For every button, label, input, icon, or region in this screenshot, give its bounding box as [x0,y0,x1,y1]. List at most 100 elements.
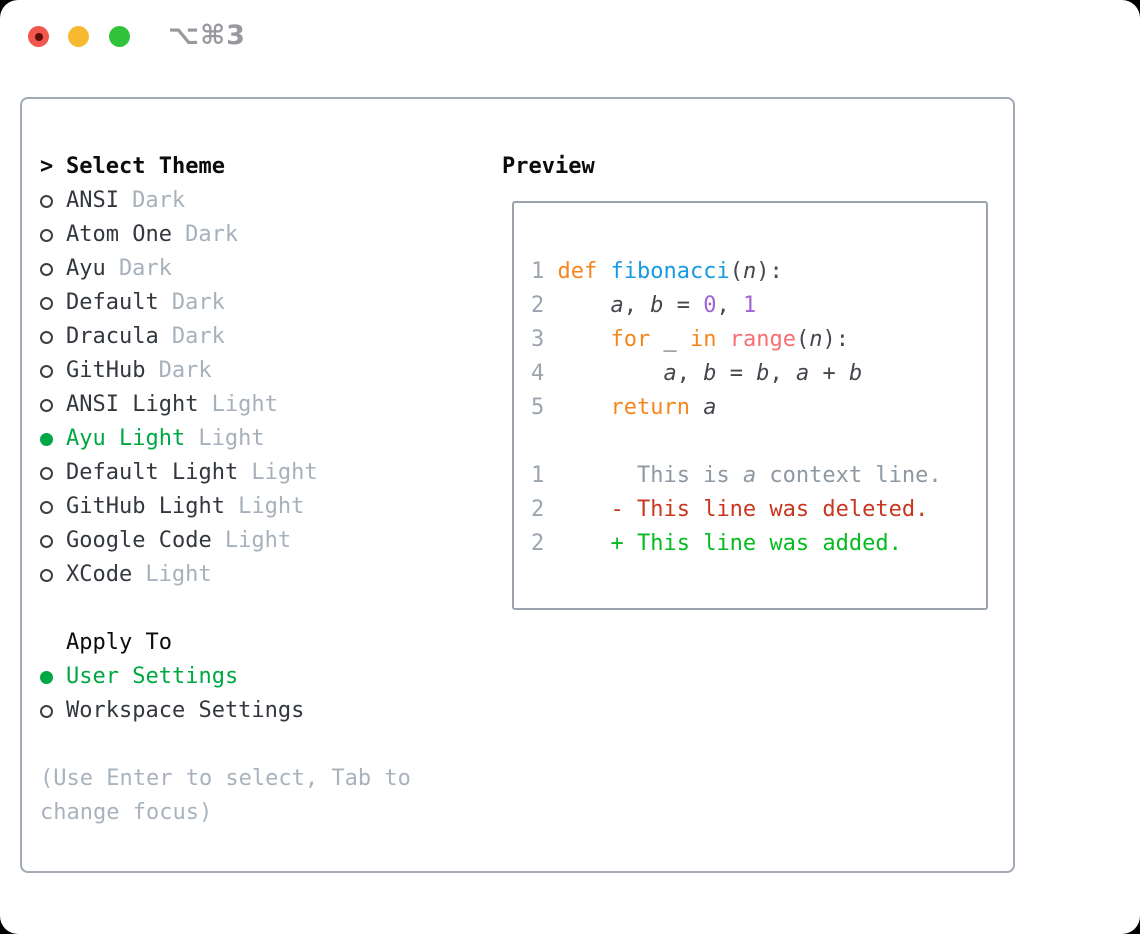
radio-icon [40,534,53,548]
maximize-button[interactable] [109,26,130,47]
theme-variant: Light [251,460,318,485]
code-token: for [610,327,651,352]
theme-variant: Light [145,562,212,587]
theme-name: Ayu Light [66,426,186,451]
theme-option[interactable]: Default Dark [40,286,452,320]
apply-to-header: Apply To [66,626,452,660]
code-token [558,395,611,420]
radio-icon [40,262,53,276]
code-token: = [663,293,704,318]
code-token: ): [756,259,783,284]
radio-icon [40,500,53,514]
minimize-button[interactable] [68,26,89,47]
theme-variant: Dark [171,290,225,315]
code-token: 2 [531,497,558,522]
code-line: 4 a, b = b, a + b [531,357,986,391]
theme-name: Default Light [66,460,239,485]
select-theme-header: >Select Theme [40,150,452,184]
code-token: 5 [531,395,558,420]
code-line: 3 for _ in range(n): [531,323,986,357]
radio-icon [40,330,53,344]
code-token [558,293,611,318]
radio-icon [40,670,53,684]
theme-name: Dracula [66,324,159,349]
theme-name: Atom One [66,222,172,247]
code-token: a [795,361,810,386]
code-token: b [756,361,770,386]
code-token [597,259,610,284]
code-token: ( [795,327,810,352]
apply-option[interactable]: User Settings [40,660,452,694]
titlebar: ⌥⌘3 [0,0,1140,70]
code-token: range [729,327,796,352]
code-token: , [716,293,743,318]
code-token: ): [822,327,849,352]
apply-option[interactable]: Workspace Settings [40,694,452,728]
radio-icon [40,466,53,480]
code-token: + [809,361,849,386]
code-token: + This line was added. [557,531,902,556]
code-token: 2 [531,531,558,556]
apply-to-title: Apply To [66,630,172,655]
radio-icon [40,568,53,582]
apply-option-label: Workspace Settings [66,698,305,723]
code-line: 5 return a [531,391,986,425]
code-token [558,327,611,352]
theme-name: Ayu [66,256,106,281]
close-button[interactable] [28,26,49,47]
radio-icon [40,704,53,718]
code-token: This is [557,463,743,488]
code-token [558,361,664,386]
theme-variant: Light [224,528,292,553]
code-token: context line. [756,463,942,488]
theme-variant: Light [198,426,265,451]
code-token [690,395,703,420]
select-theme-title: Select Theme [66,154,225,179]
code-token: _ [650,327,690,352]
theme-name: Google Code [66,528,212,553]
code-token: b [650,293,664,318]
code-token [716,327,729,352]
theme-name: ANSI Light [66,392,199,417]
theme-variant: Dark [185,222,239,247]
code-token: n [809,327,823,352]
code-token: in [689,327,717,352]
theme-variant: Dark [158,358,212,383]
radio-icon [40,228,53,242]
code-line: 2 - This line was deleted. [531,493,986,527]
code-token: def [557,259,598,284]
theme-variant: Dark [132,188,186,213]
code-token: , [676,361,704,386]
close-button-dot-icon [35,33,43,41]
theme-option[interactable]: Google Code Light [40,524,452,558]
code-token: fibonacci [610,259,730,284]
theme-option[interactable]: GitHub Light Light [40,490,452,524]
code-token: return [610,395,690,420]
spacer [40,592,452,626]
theme-name: Default [66,290,159,315]
code-line: 1 def fibonacci(n): [531,255,986,289]
theme-option[interactable]: Atom One Dark [40,218,452,252]
code-token: 1 [531,259,558,284]
code-token: 0 [703,293,717,318]
code-line: 2 + This line was added. [531,527,986,561]
theme-option[interactable]: Default Light Light [40,456,452,490]
theme-name: GitHub Light [66,494,225,519]
spacer [40,728,452,762]
theme-variant: Light [238,494,305,519]
window-title-shortcut: ⌥⌘3 [168,20,246,51]
radio-icon [40,364,53,378]
theme-option[interactable]: Ayu Light Light [40,422,452,456]
code-token: b [848,361,863,386]
radio-icon [40,296,53,310]
radio-icon [40,432,53,446]
code-line [531,425,986,459]
radio-icon [40,398,53,412]
